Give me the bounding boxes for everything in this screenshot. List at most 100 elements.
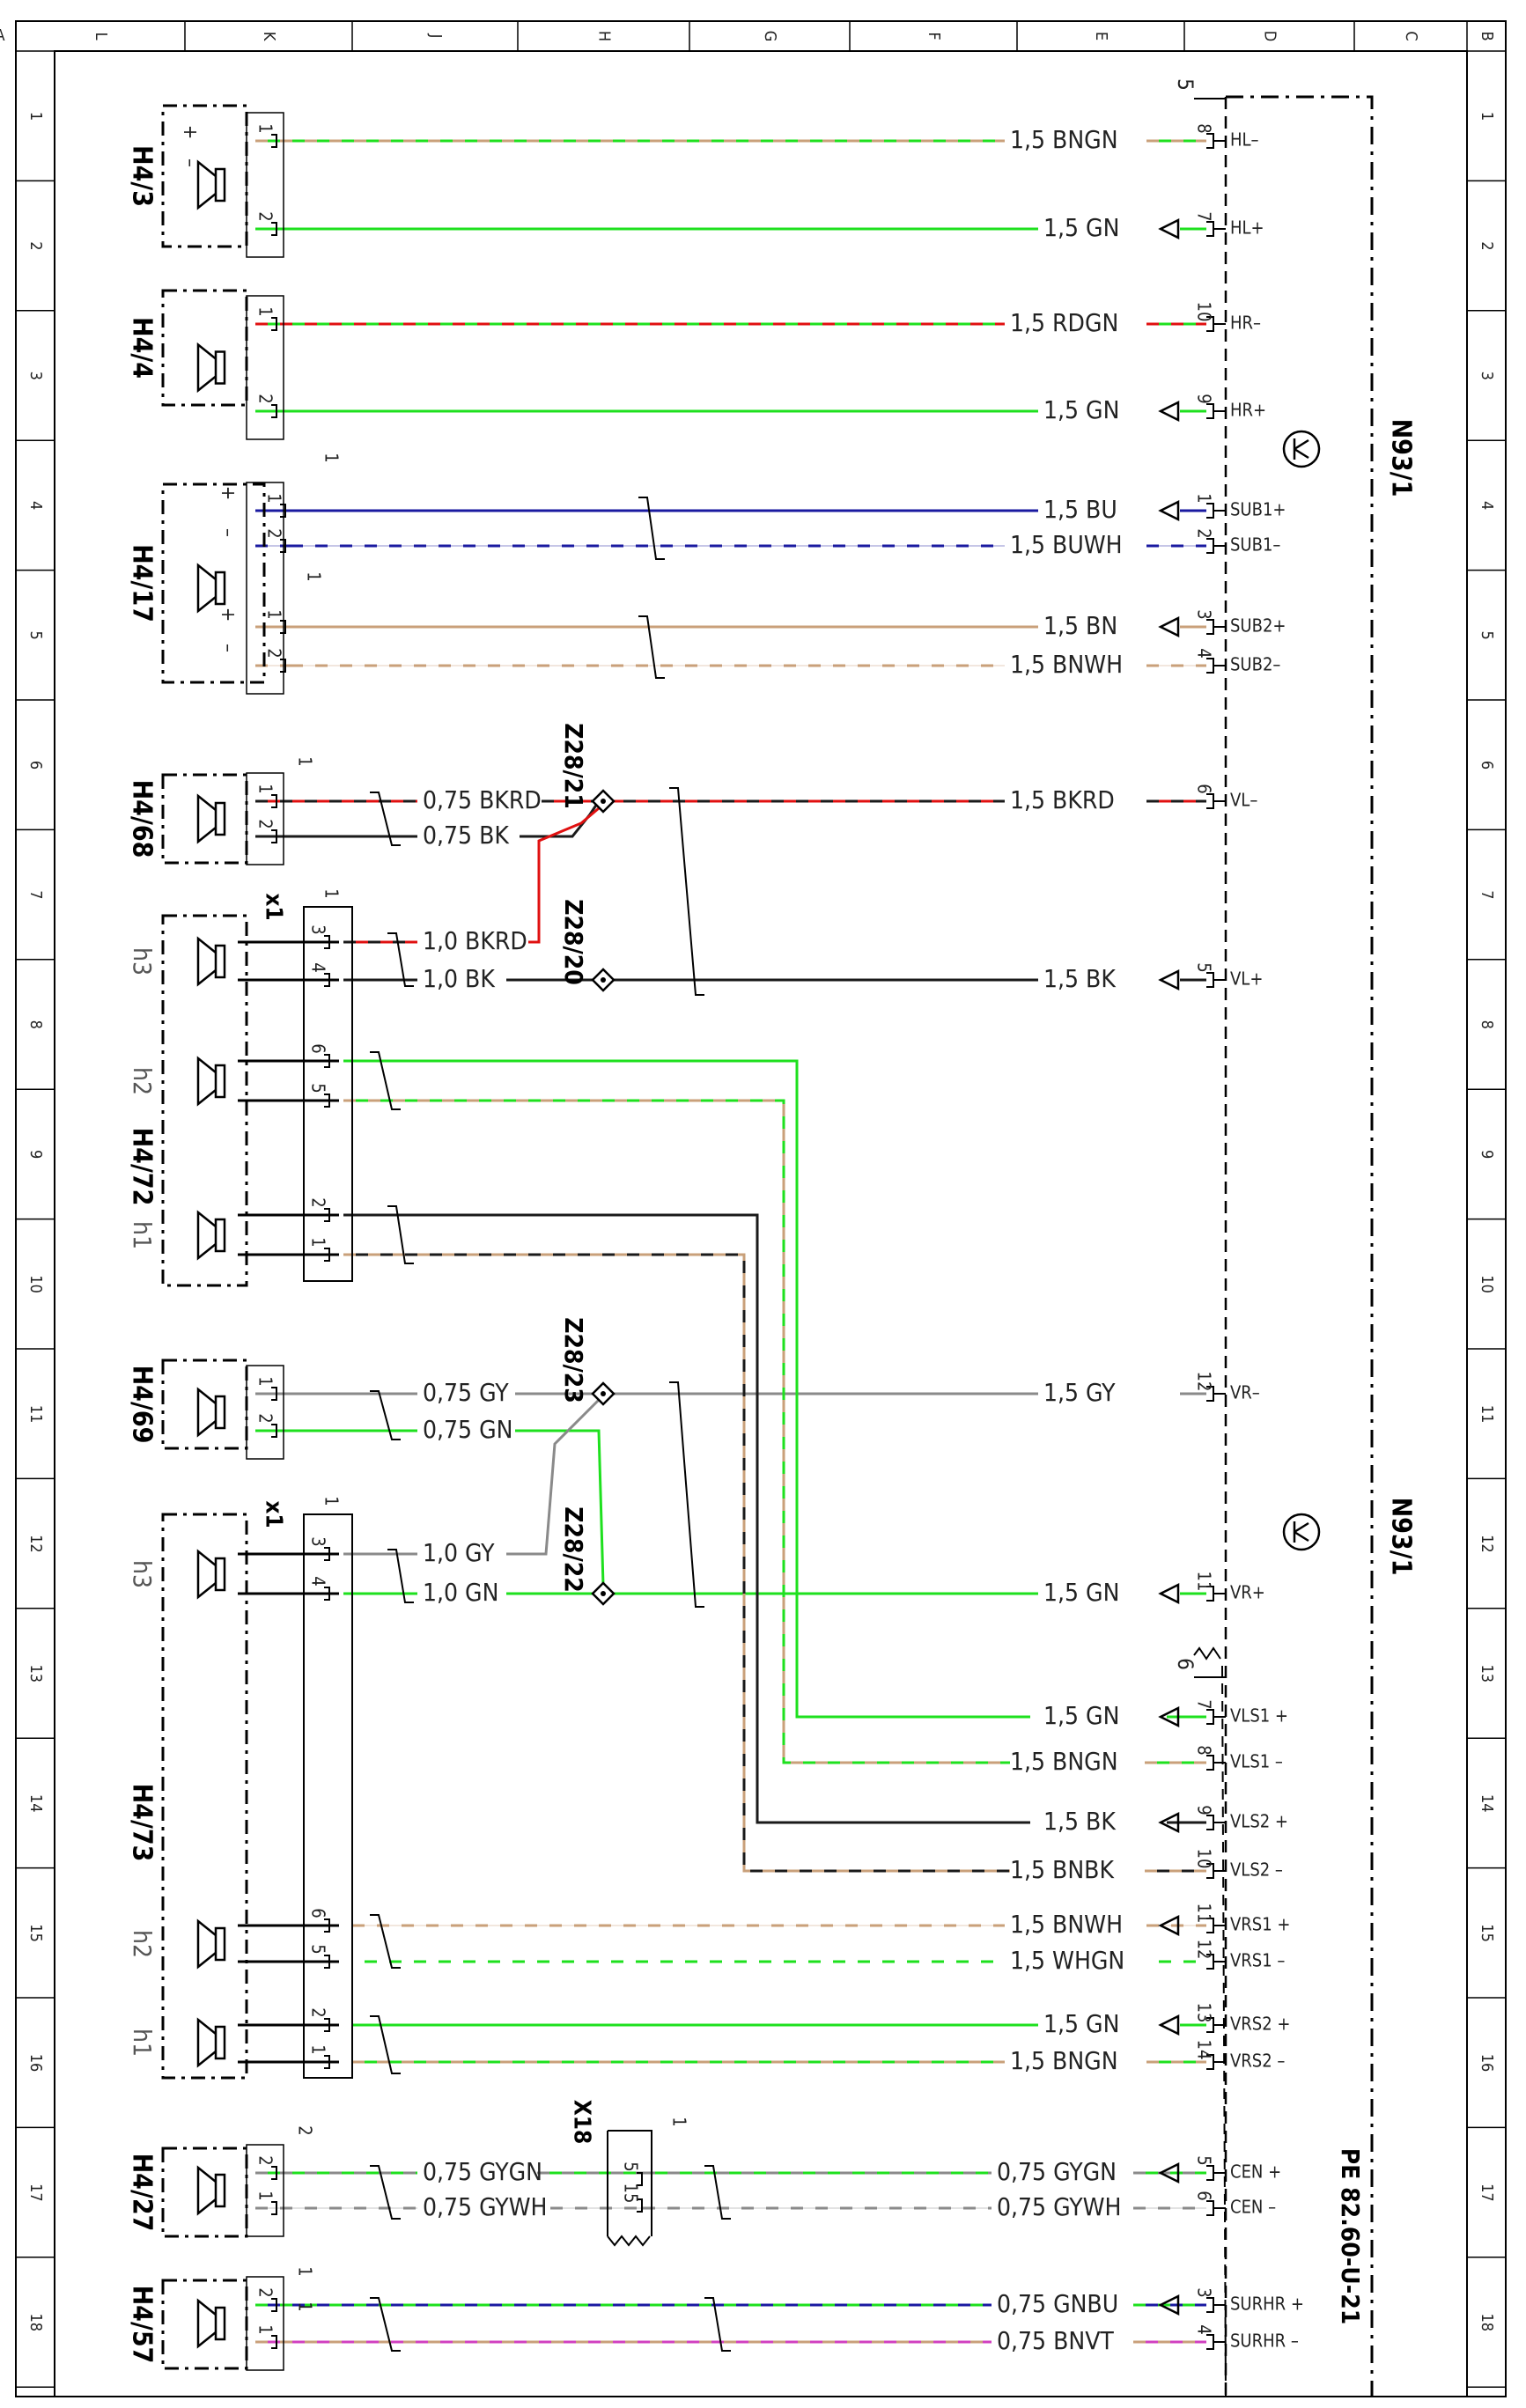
wire-gy bbox=[506, 1398, 601, 1556]
pin-number: 2 bbox=[264, 648, 285, 658]
component-connector bbox=[246, 1365, 284, 1460]
connector-x1 bbox=[303, 1513, 353, 2079]
ecu-pin-number: 9 bbox=[1194, 394, 1215, 403]
wire-label: 0,75 GY bbox=[423, 1378, 509, 1407]
ecu-output-arrow bbox=[1158, 1914, 1180, 1937]
ecu-pin-label: SUB1+ bbox=[1230, 499, 1286, 520]
ecu-pin-terminal bbox=[1206, 1709, 1214, 1725]
ecu-label: N93/1 bbox=[1386, 419, 1417, 497]
ecu-pin-label: HL– bbox=[1230, 129, 1259, 151]
wire-label: 1,5 BK bbox=[1043, 964, 1117, 993]
frame-column-letter: F bbox=[925, 32, 943, 40]
frame-row-number: 6 bbox=[26, 761, 45, 770]
bundle-bend-mark bbox=[370, 1051, 401, 1110]
ecu-pin-label: VR+ bbox=[1230, 1582, 1265, 1603]
ecu-pin-number: 10 bbox=[1194, 1849, 1215, 1869]
component-label: H4/57 bbox=[127, 2286, 158, 2364]
component-connector bbox=[246, 772, 284, 865]
frame-grid bbox=[15, 21, 1507, 2388]
bundle-bend-mark bbox=[370, 1390, 401, 1440]
component-connector bbox=[246, 2276, 284, 2371]
ecu-pin-terminal bbox=[1206, 538, 1214, 554]
pin-number: 6 bbox=[308, 1908, 329, 1918]
pin-number: 2 bbox=[255, 2155, 276, 2165]
pin-terminal bbox=[271, 2298, 277, 2312]
component-outline bbox=[161, 104, 248, 248]
ecu-pin-label: SURHR – bbox=[1230, 2331, 1299, 2352]
pin-terminal bbox=[271, 134, 277, 148]
frame-row-number: 4 bbox=[26, 501, 45, 510]
ecu-pin-terminal bbox=[1206, 2334, 1214, 2350]
pin-number: 1 bbox=[255, 2324, 276, 2334]
ecu-output-arrow bbox=[1158, 1811, 1180, 1834]
bundle-bend-mark bbox=[669, 787, 704, 996]
pin-terminal bbox=[324, 1208, 330, 1222]
pin-terminal bbox=[271, 2335, 277, 2349]
ecu-pin-label: HR– bbox=[1230, 313, 1261, 334]
pin-number: 1 bbox=[255, 784, 276, 793]
speaker-icon-body bbox=[214, 571, 226, 606]
pin-terminal bbox=[637, 2172, 643, 2186]
wire-label: 1,5 GN bbox=[1043, 2009, 1119, 2038]
ecu-pin-number: 7 bbox=[1194, 1699, 1215, 1709]
frame-row-number: 16 bbox=[1478, 2054, 1496, 2073]
speaker-icon-body bbox=[214, 1064, 226, 1099]
wire-label: 0,75 BNVT bbox=[997, 2326, 1114, 2355]
frame-column-letter: H bbox=[595, 31, 614, 41]
ecu-label: N93/1 bbox=[1386, 1498, 1417, 1576]
ecu-pin-label: VRS2 + bbox=[1230, 2014, 1290, 2035]
polarity-mark: + bbox=[217, 608, 239, 622]
pin-terminal bbox=[637, 2198, 643, 2213]
splice-label: Z28/23 bbox=[559, 1317, 588, 1403]
pin-terminal bbox=[324, 1094, 330, 1108]
frame-row-number: 10 bbox=[1478, 1275, 1496, 1293]
ecu-pin-number: 7 bbox=[1194, 211, 1215, 221]
frame-row-number: 17 bbox=[1478, 2183, 1496, 2202]
frame-row-number: 7 bbox=[26, 890, 45, 899]
splice-dot bbox=[601, 799, 606, 804]
component-outline bbox=[161, 773, 248, 865]
bundle-bend-mark bbox=[638, 615, 665, 679]
wire-label: 1,5 BNGN bbox=[1010, 2046, 1118, 2075]
pin-number: 5 bbox=[308, 1083, 329, 1093]
ecu-output-arrow bbox=[1158, 2294, 1180, 2316]
speaker-icon-cone bbox=[196, 1056, 217, 1107]
bundle-bend-mark bbox=[669, 1381, 704, 1608]
ecu-pin-terminal bbox=[1206, 2200, 1214, 2216]
connector-number: 1 bbox=[321, 888, 343, 898]
ecu-output-arrow bbox=[1158, 499, 1180, 522]
wire-label: 1,5 GN bbox=[1043, 1578, 1119, 1607]
ecu-pin-number: 14 bbox=[1194, 2040, 1215, 2060]
ecu-pin-label: CEN + bbox=[1230, 2161, 1281, 2183]
pin-terminal bbox=[324, 1248, 330, 1262]
wire-label: 0,75 BKRD bbox=[423, 785, 542, 814]
frame-row-number: 13 bbox=[1478, 1664, 1496, 1683]
symbol-layer bbox=[161, 95, 1374, 2397]
ecu-outline bbox=[1226, 95, 1374, 2397]
bundle-bend-mark bbox=[370, 1914, 401, 1969]
wire-bk bbox=[343, 1213, 1030, 1824]
wire-label: 0,75 GYWH bbox=[423, 2192, 547, 2221]
ecu-pin-label: VL– bbox=[1230, 790, 1257, 811]
component-outline bbox=[161, 1359, 248, 1450]
wire-bngn-stripe bbox=[343, 1099, 1010, 1764]
ecu-pin-terminal bbox=[1206, 221, 1214, 237]
ecu-output-arrow bbox=[1158, 1582, 1180, 1605]
amplifier-icon-detail bbox=[1293, 438, 1309, 460]
wire-label: 1,0 GY bbox=[423, 1538, 495, 1567]
sub-speaker-label: h3 bbox=[128, 1560, 157, 1588]
connector-number: 2 bbox=[295, 2125, 316, 2135]
ecu-pin-terminal bbox=[1206, 972, 1214, 988]
speaker-icon-body bbox=[214, 2025, 226, 2060]
frame-row-number: 8 bbox=[26, 1020, 45, 1029]
frame-column-letter: B bbox=[1478, 31, 1496, 41]
wire-label: 0,75 BK bbox=[423, 821, 510, 850]
bundle-bend-mark bbox=[387, 1549, 414, 1603]
drawing-frame bbox=[15, 20, 1507, 2397]
connector-label: x1 bbox=[261, 893, 287, 920]
ecu-pin-terminal bbox=[1206, 619, 1214, 635]
component-connector bbox=[246, 112, 284, 258]
polarity-mark: – bbox=[217, 528, 239, 537]
splice-label: Z28/21 bbox=[559, 723, 588, 809]
